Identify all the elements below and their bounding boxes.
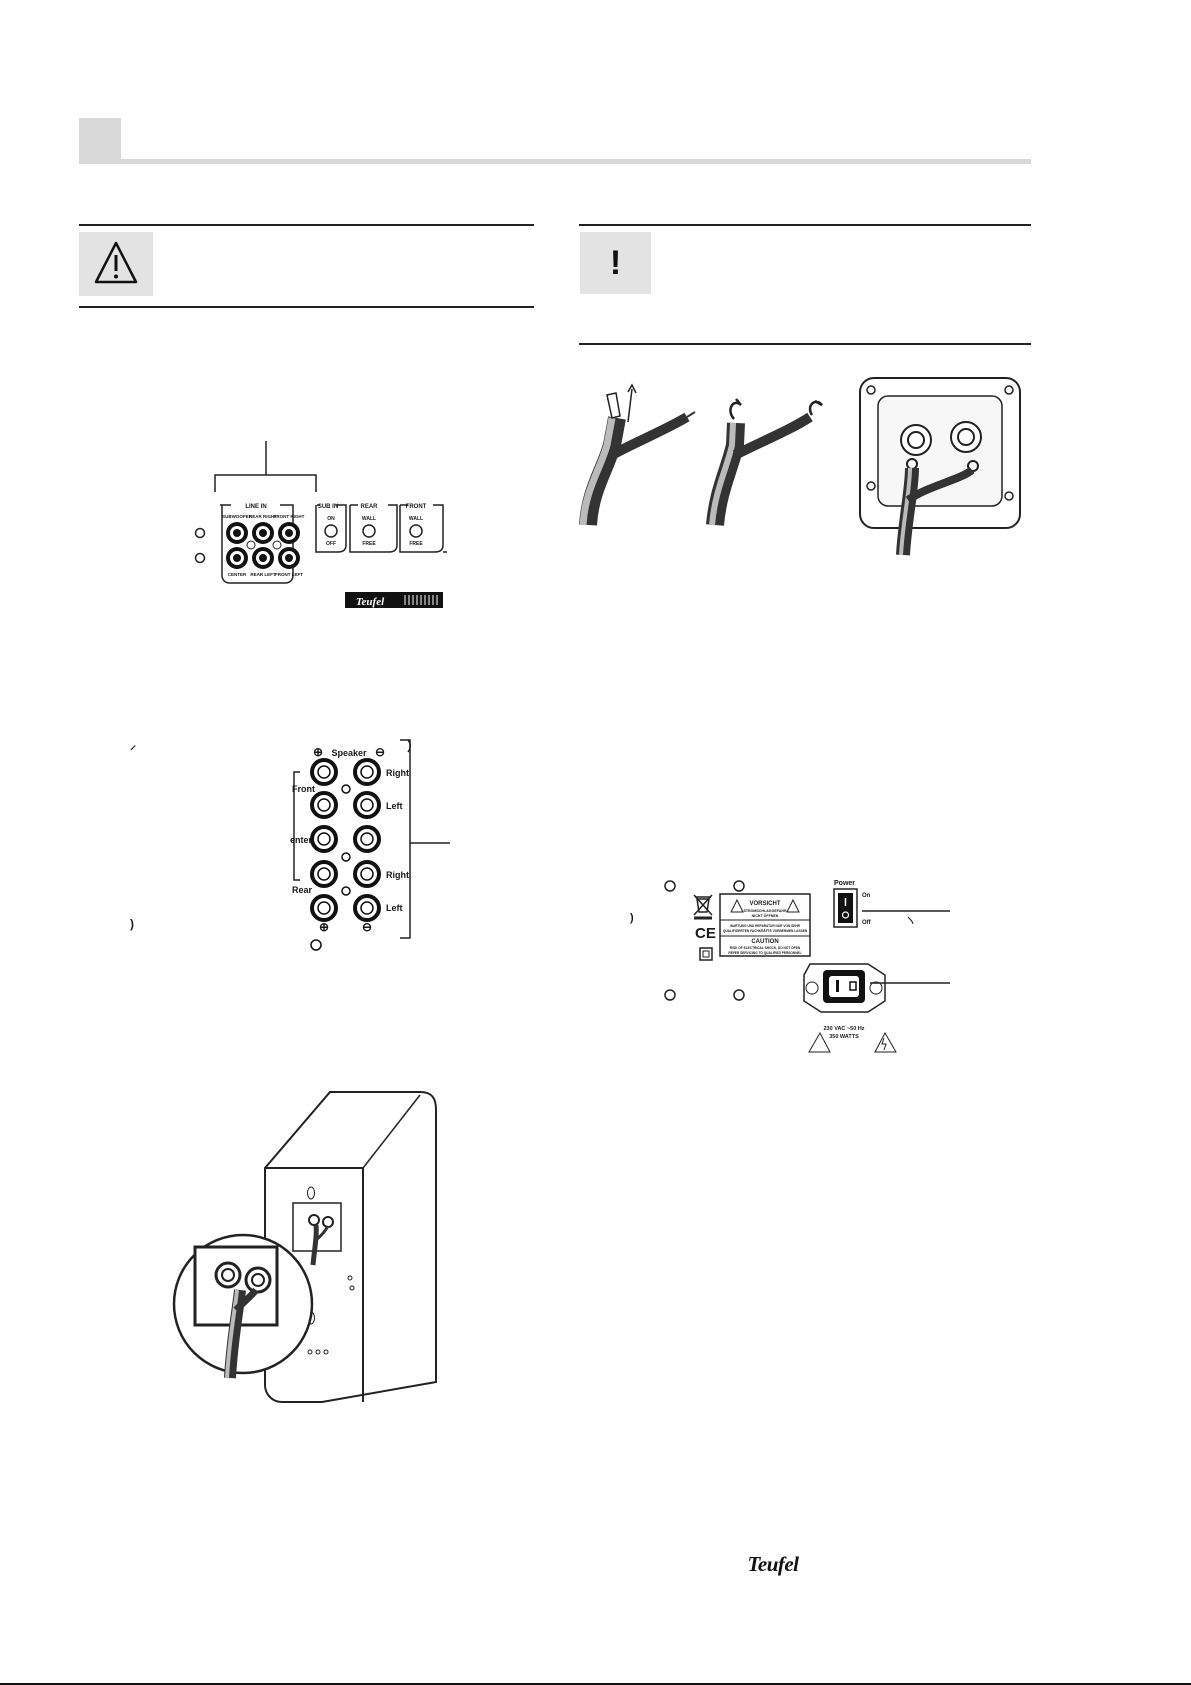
input-rear-left: REAR LEFT (250, 572, 276, 577)
input-center: CENTER (228, 572, 247, 577)
header-rule (79, 159, 1031, 164)
sub-in-on: ON (327, 516, 335, 522)
power-off: Off (862, 920, 872, 926)
wattage: 350 WATTS (829, 1034, 859, 1040)
terminal-header: Speaker (331, 748, 367, 758)
panel-teufel-logo: Teufel (356, 596, 385, 608)
warning-box (79, 224, 534, 308)
sub-in-label: SUB IN (318, 504, 338, 510)
caution-body2: REFER SERVICING TO QUALIFIED PERSONNEL (728, 951, 801, 955)
line-in-label: LINE IN (245, 504, 266, 510)
mark-top: ⸝ (130, 738, 136, 752)
notice-top-rule (579, 224, 1031, 226)
vorsicht-line2: NICHT ÖFFNEN (752, 913, 779, 918)
rear-label: REAR (360, 504, 378, 510)
input-front-right: FRONT RIGHT (274, 514, 305, 519)
terminal-plus-bottom: ⊕ (319, 920, 329, 934)
caution-body1: RISK OF ELECTRICAL SHOCK, DO NOT OPEN (730, 946, 801, 950)
vorsicht-line1: STROMSCHLAGGEFAHR (743, 909, 787, 913)
label-left-rear: Left (386, 903, 403, 913)
label-left-front: Left (386, 801, 403, 811)
caution-title: CAUTION (751, 939, 778, 945)
label-rear: Rear (292, 885, 313, 895)
label-center: enter (290, 835, 313, 845)
rear-free: FREE (362, 541, 376, 547)
warning-icon-box (79, 232, 153, 296)
section-tab (79, 118, 121, 162)
vorsicht-title: VORSICHT (749, 901, 780, 907)
vorsicht-body2: QUALIFIZIERTEN FACHKRÄFTE VORNEHMEN LASS… (723, 929, 808, 933)
mark-bottom: ) (130, 917, 134, 931)
warning-triangle-icon (94, 241, 138, 284)
power-on: On (862, 893, 871, 899)
exclamation-icon: ! (609, 243, 622, 282)
terminal-plus: ⊕ (313, 745, 323, 759)
input-rear-right: REAR RIGHT (249, 514, 277, 519)
rear-wall: WALL (362, 516, 376, 522)
label-right-rear: Right (386, 870, 409, 880)
terminal-minus: ⊖ (375, 745, 385, 759)
footer-rule (0, 1683, 1191, 1685)
footer-logo: Teufel (747, 1552, 799, 1576)
vorsicht-body1: WARTUNG UND REPARATUR NUR VON SEHR (730, 924, 801, 928)
mains-rating: 230 VAC ~50 Hz (823, 1026, 864, 1032)
sub-in-off: OFF (326, 541, 336, 547)
notice-bottom-rule (579, 343, 1031, 345)
label-right-front: Right (386, 768, 409, 778)
input-front-left: FRONT LEFT (275, 572, 303, 577)
terminal-minus-bottom: ⊖ (362, 920, 372, 934)
front-free: FREE (409, 541, 423, 547)
side-mark: ) (630, 912, 634, 924)
front-label: FRONT (406, 504, 427, 510)
front-wall: WALL (409, 516, 423, 522)
notice-icon-box: ! (580, 232, 651, 294)
ce-mark: CE (695, 925, 716, 942)
input-subwoofer: SUBWOOFER (222, 514, 252, 519)
weee-bin-icon (693, 894, 713, 920)
label-front: Front (292, 784, 315, 794)
power-label: Power (834, 880, 855, 887)
